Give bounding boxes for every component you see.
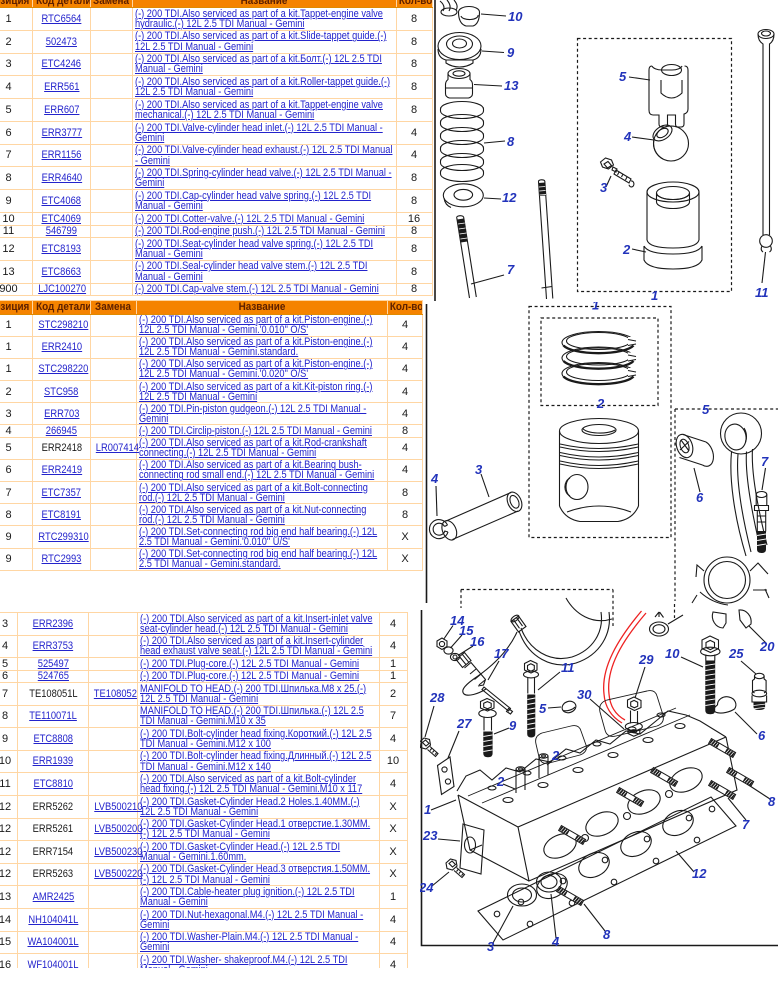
svg-text:5: 5 — [702, 402, 710, 417]
svg-text:20: 20 — [759, 639, 775, 654]
svg-text:29: 29 — [638, 652, 654, 667]
svg-text:11: 11 — [755, 285, 769, 300]
svg-text:8: 8 — [768, 794, 776, 809]
svg-text:2: 2 — [622, 242, 631, 257]
svg-text:14: 14 — [450, 613, 465, 628]
svg-text:1: 1 — [424, 802, 431, 817]
svg-text:1: 1 — [651, 288, 658, 302]
svg-text:3: 3 — [475, 462, 483, 477]
svg-text:7: 7 — [507, 262, 515, 277]
svg-text:4: 4 — [551, 934, 560, 949]
svg-text:30: 30 — [577, 687, 592, 702]
svg-text:8: 8 — [603, 927, 611, 942]
svg-text:12: 12 — [502, 190, 517, 205]
svg-text:16: 16 — [470, 634, 485, 649]
svg-text:5: 5 — [539, 701, 547, 716]
svg-text:4: 4 — [430, 471, 439, 486]
svg-text:2: 2 — [551, 748, 560, 763]
svg-text:7: 7 — [761, 454, 769, 469]
svg-text:3: 3 — [600, 180, 608, 195]
svg-text:6: 6 — [758, 728, 766, 743]
svg-text:10: 10 — [508, 9, 523, 24]
svg-text:9: 9 — [509, 718, 517, 733]
svg-text:17: 17 — [494, 646, 509, 661]
svg-text:13: 13 — [504, 78, 519, 93]
svg-text:10: 10 — [665, 646, 680, 661]
svg-text:4: 4 — [623, 129, 632, 144]
svg-text:11: 11 — [561, 660, 575, 675]
svg-text:28: 28 — [429, 690, 445, 705]
svg-text:7: 7 — [742, 817, 750, 832]
svg-text:2: 2 — [596, 396, 605, 411]
svg-text:24: 24 — [420, 880, 434, 895]
svg-text:23: 23 — [422, 828, 438, 843]
svg-text:1: 1 — [592, 302, 599, 313]
svg-text:9: 9 — [507, 45, 515, 60]
svg-text:25: 25 — [728, 646, 744, 661]
svg-text:6: 6 — [696, 490, 704, 505]
svg-text:27: 27 — [456, 716, 472, 731]
svg-text:3: 3 — [487, 939, 495, 954]
svg-text:5: 5 — [619, 69, 627, 84]
svg-text:15: 15 — [459, 623, 474, 638]
svg-text:12: 12 — [692, 866, 707, 881]
svg-text:2: 2 — [496, 774, 505, 789]
svg-text:8: 8 — [507, 134, 515, 149]
